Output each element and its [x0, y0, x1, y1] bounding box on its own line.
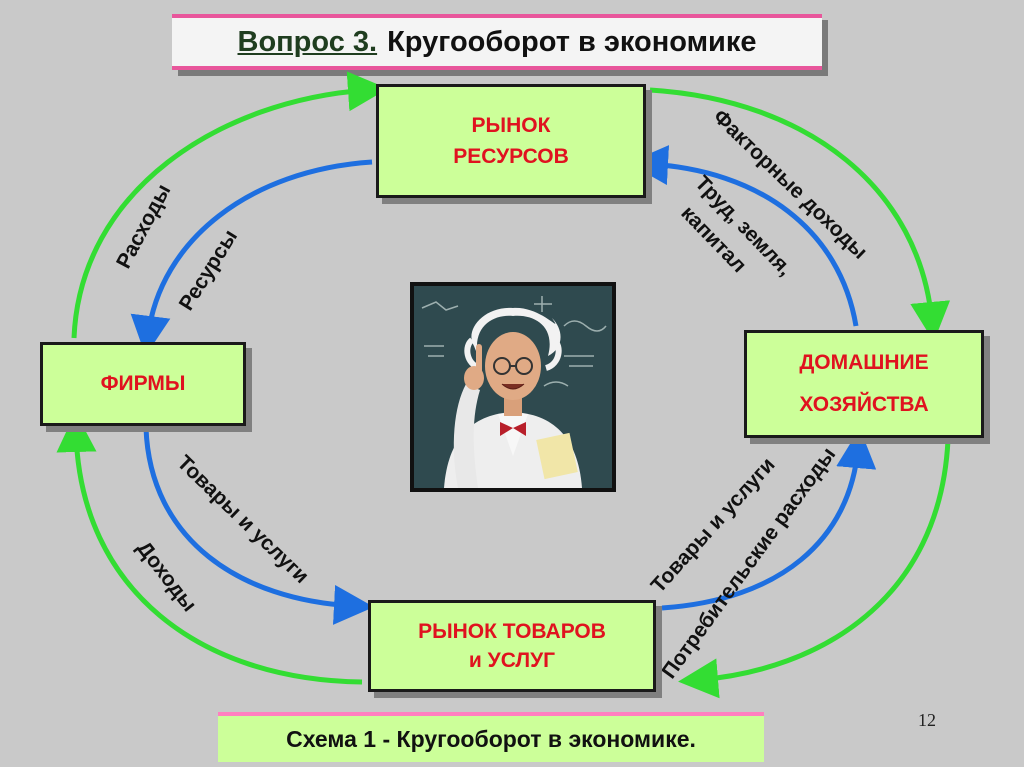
- arrow-expenses: [71, 71, 388, 339]
- label-income: Доходы: [132, 537, 201, 616]
- label-resources: Ресурсы: [175, 226, 242, 315]
- node-goods-market: РЫНОК ТОВАРОВ и УСЛУГ: [368, 600, 656, 692]
- goods-market-line2: и УСЛУГ: [468, 649, 556, 672]
- goods-market-line1: РЫНОК ТОВАРОВ: [418, 619, 606, 643]
- arrow-goods-right: [661, 428, 877, 611]
- slide-title: Вопрос 3. Кругооборот в экономике: [172, 14, 822, 70]
- resource-market-line2: РЕСУРСОВ: [453, 145, 569, 168]
- professor-illustration: [414, 286, 612, 488]
- label-goods-services-right: Товары и услуги: [647, 453, 780, 597]
- resource-market-line1: РЫНОК: [471, 113, 551, 137]
- label-factor-income: Факторные доходы: [709, 105, 872, 264]
- node-firms: ФИРМЫ: [40, 342, 246, 426]
- firms-label: ФИРМЫ: [100, 372, 186, 396]
- title-text: Кругооборот в экономике: [387, 25, 757, 58]
- node-resource-market: РЫНОК РЕСУРСОВ: [376, 84, 646, 198]
- label-goods-services-left: Товары и услуги: [173, 451, 314, 588]
- arrow-factor-income: [649, 87, 951, 342]
- title-prefix: Вопрос 3.: [237, 25, 378, 58]
- households-line2: ХОЗЯЙСТВА: [799, 393, 929, 416]
- arrow-labor-land: [628, 145, 859, 327]
- arrow-goods-left: [143, 427, 374, 625]
- label-expenses: Расходы: [112, 180, 175, 272]
- households-line1: ДОМАШНИЕ: [799, 351, 929, 374]
- arrow-consumer-spending: [678, 439, 951, 699]
- node-households: ДОМАШНИЕ ХОЗЯЙСТВА: [744, 330, 984, 438]
- arrow-income: [56, 412, 363, 685]
- page-number: 12: [918, 710, 936, 730]
- professor-photo: [410, 282, 616, 492]
- diagram-caption: Схема 1 - Кругооборот в экономике.: [218, 712, 764, 762]
- arrow-resources: [130, 159, 373, 356]
